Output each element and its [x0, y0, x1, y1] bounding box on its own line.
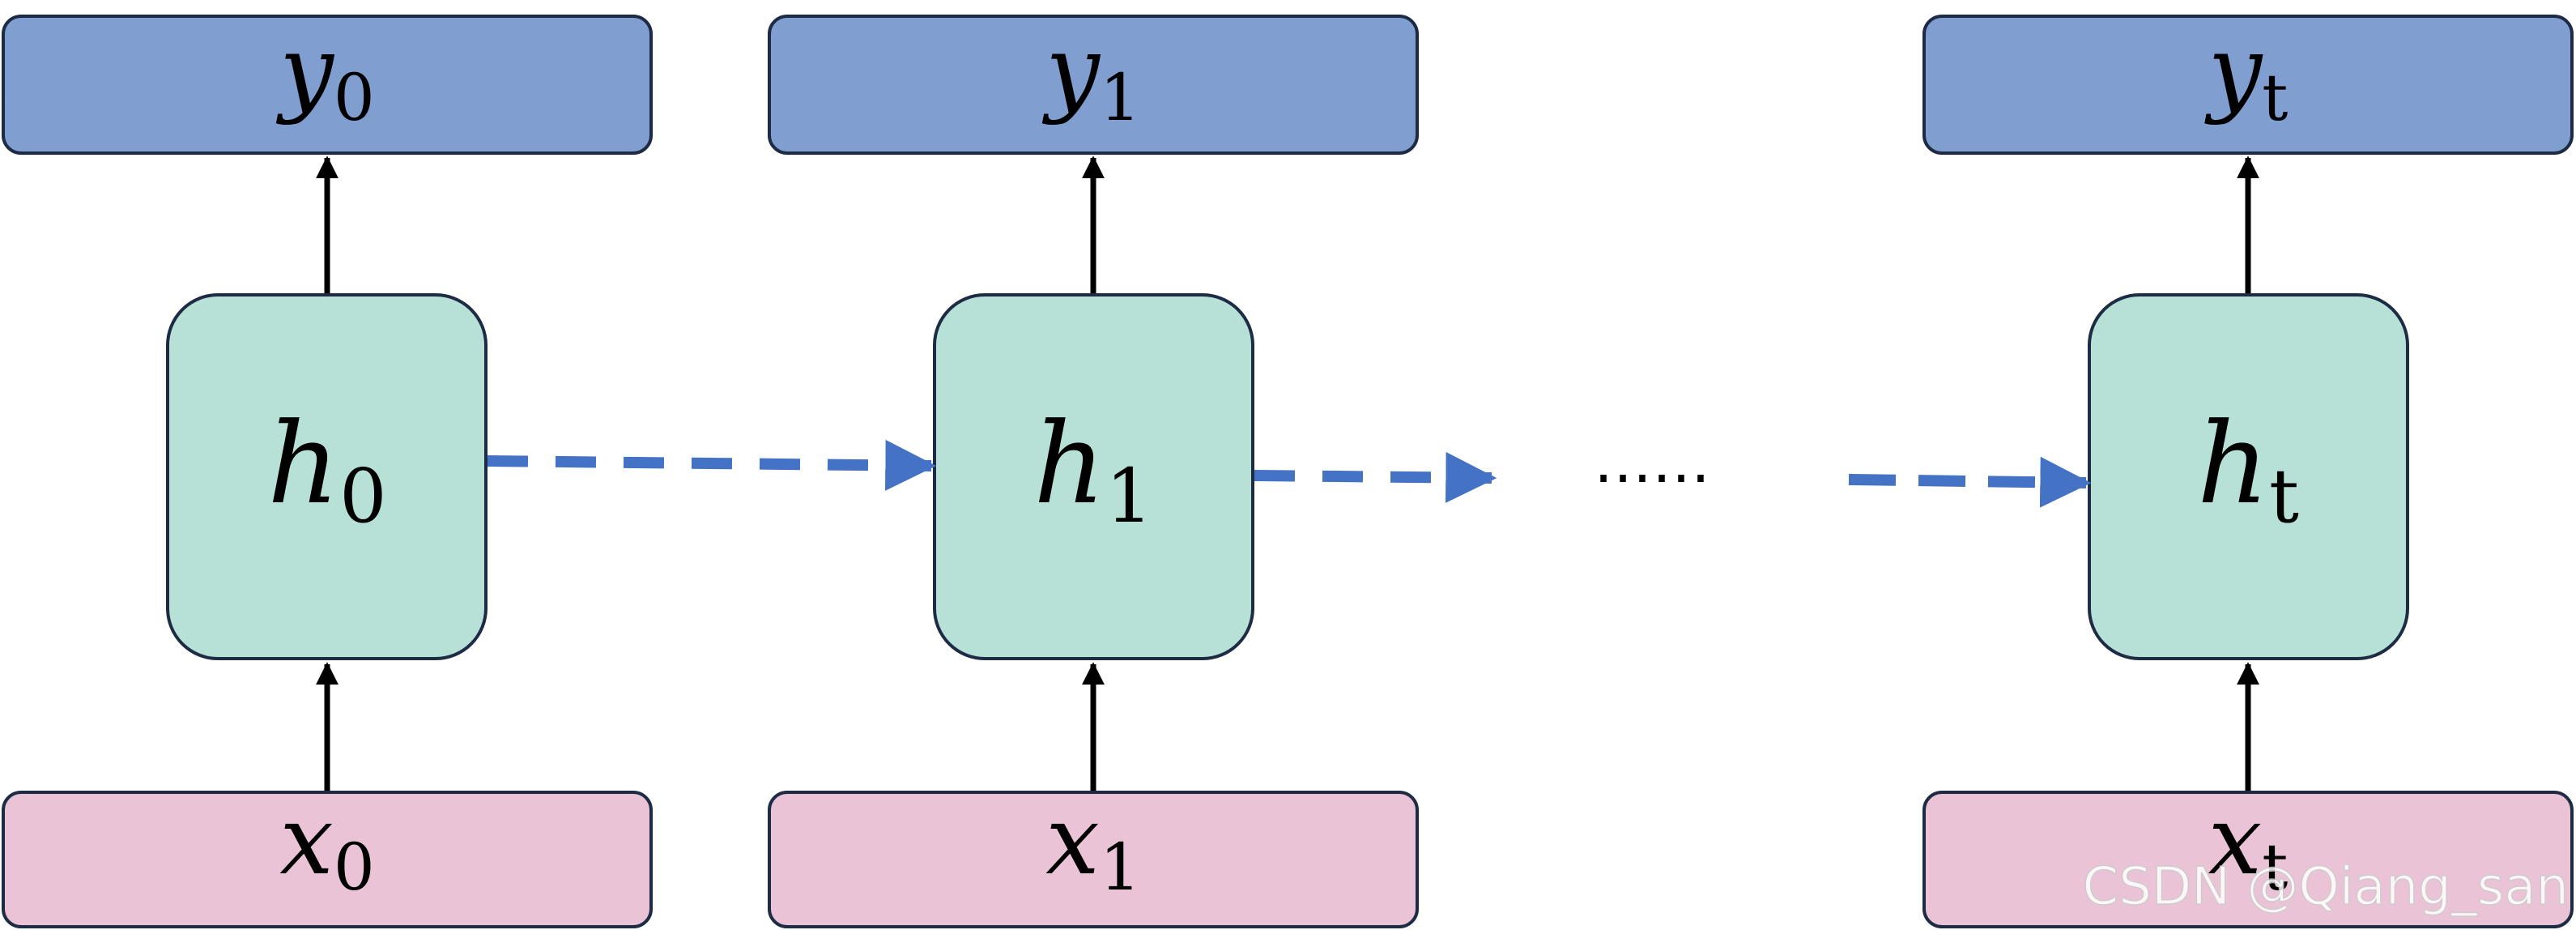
input-box-t	[1922, 791, 2574, 928]
input-label-0: x0	[279, 784, 374, 905]
hidden-state-box-0	[166, 293, 488, 660]
recurrent-arrow-prev-to-t	[1848, 456, 2092, 508]
time-step-1: y1 h1 x1	[768, 15, 1419, 928]
recurrent-arrow-1-to-next	[1254, 451, 1497, 503]
output-label-1: y1	[1041, 15, 1141, 135]
hidden-state-label-t: ht	[2197, 399, 2299, 540]
time-step-t: yt ht xt	[1922, 15, 2574, 928]
input-box-1	[768, 791, 1419, 928]
input-label-1: x1	[1045, 784, 1140, 905]
input-label-t: xt	[2208, 784, 2289, 905]
watermark: CSDN @Qiang_san	[2083, 857, 2570, 917]
output-label-0: y0	[275, 15, 375, 135]
recurrent-arrow-0-to-1	[487, 439, 937, 491]
output-label-t: yt	[2204, 15, 2289, 135]
ellipsis-gap: ……	[1594, 428, 1710, 496]
output-box-t	[1922, 15, 2574, 155]
time-step-0: y0 h0 x0	[2, 15, 653, 928]
input-box-0	[2, 791, 653, 928]
hidden-state-label-0: h0	[267, 399, 386, 540]
hidden-state-label-1: h1	[1033, 399, 1152, 540]
output-box-1	[768, 15, 1419, 155]
output-box-0	[2, 15, 653, 155]
